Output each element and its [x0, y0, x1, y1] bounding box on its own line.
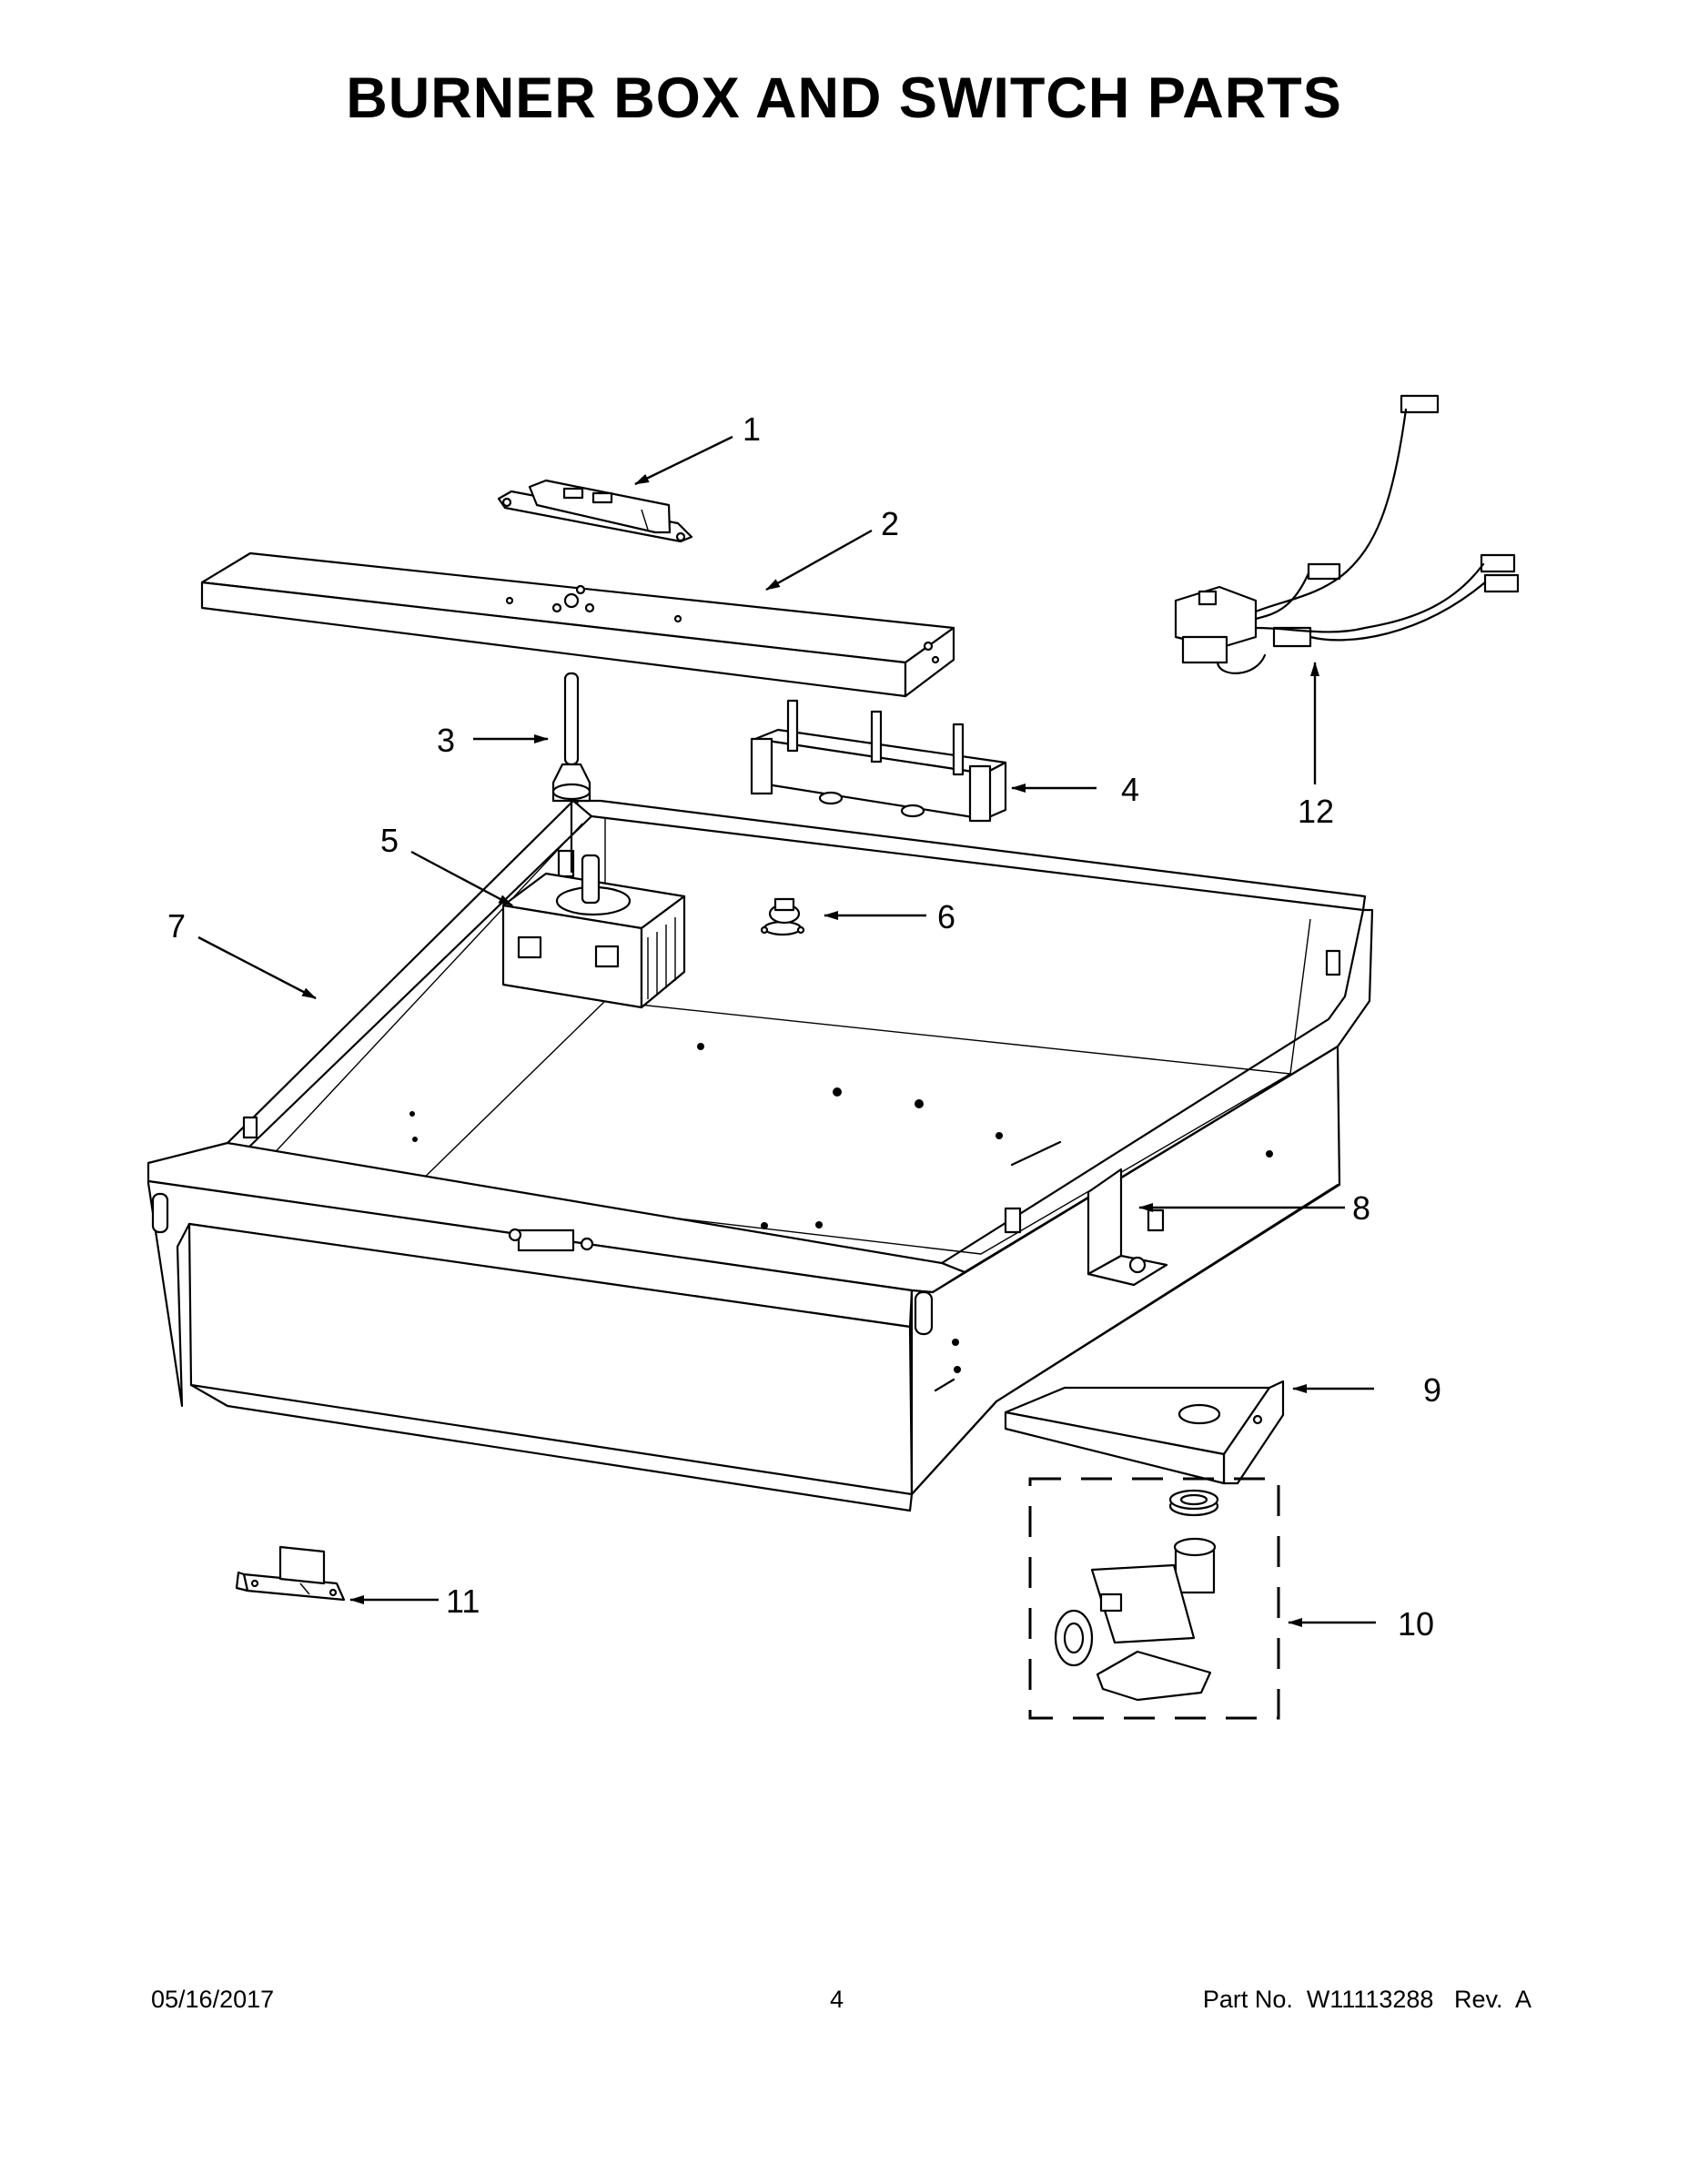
- callout-1: 1: [743, 410, 761, 448]
- top-panel-part: [200, 551, 955, 698]
- callout-labels: 1 2 3 4 5 6 7 8 9 10 11 12: [167, 410, 1441, 1643]
- leader-7: [197, 935, 317, 1000]
- callout-6: 6: [937, 898, 955, 935]
- callout-3: 3: [437, 722, 455, 759]
- bottom-plate-part: [1004, 1380, 1285, 1485]
- burner-box-part: [147, 799, 1374, 1512]
- leader-5: [410, 850, 513, 907]
- bracket-part: [497, 479, 693, 543]
- mounting-bracket-part: [1087, 1168, 1168, 1287]
- switch-shaft-part: [551, 672, 591, 874]
- igniter-switch-harness-part: [1174, 394, 1520, 674]
- callout-5: 5: [380, 822, 399, 859]
- limit-switch-part: [760, 897, 805, 936]
- leader-1: [634, 435, 733, 486]
- callout-4: 4: [1121, 771, 1139, 808]
- terminal-block-part: [750, 699, 1007, 823]
- leader-2: [765, 529, 873, 592]
- callout-10: 10: [1398, 1605, 1434, 1643]
- callout-2: 2: [881, 505, 899, 542]
- footer-date: 05/16/2017: [151, 1986, 275, 2013]
- page-title: BURNER BOX AND SWITCH PARTS: [346, 66, 1342, 130]
- valve-assembly-part: [1028, 1477, 1280, 1720]
- callout-11: 11: [446, 1582, 480, 1620]
- small-bracket-part: [235, 1545, 346, 1602]
- callout-8: 8: [1352, 1189, 1370, 1227]
- callout-9: 9: [1423, 1371, 1441, 1409]
- infinite-switch-part: [501, 854, 686, 1009]
- callout-7: 7: [167, 907, 186, 945]
- callout-12: 12: [1298, 793, 1334, 830]
- footer-page-number: 4: [830, 1986, 844, 2013]
- footer-part-number: Part No. W11113288 Rev. A: [1202, 1986, 1531, 2013]
- leader-arrows: [197, 435, 1376, 1627]
